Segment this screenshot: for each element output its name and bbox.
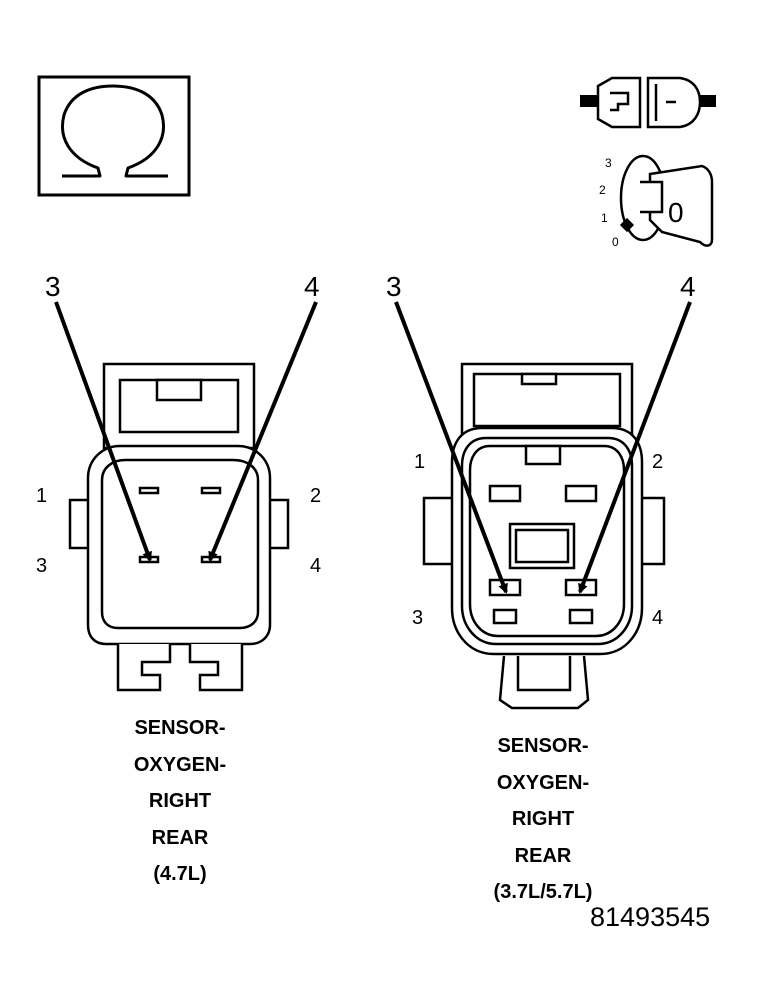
right-cavity-4: 4 <box>652 607 663 629</box>
caption-line: OXYGEN- <box>496 771 590 794</box>
caption-line: REAR <box>514 844 572 867</box>
ignition-key-icon: 0 3 2 1 0 <box>599 154 714 249</box>
ohmmeter-icon <box>37 75 191 197</box>
left-probe-label-4: 4 <box>304 271 320 302</box>
ignition-position-0: 0 <box>612 235 619 249</box>
right-connector-caption: SENSOR- OXYGEN- RIGHT REAR (3.7L/5.7L) <box>443 728 643 911</box>
disconnected-connector-icon <box>580 76 716 129</box>
right-probe-label-3: 3 <box>386 271 402 302</box>
left-cavity-3: 3 <box>36 555 47 577</box>
caption-line: OXYGEN- <box>133 753 227 776</box>
caption-line: (4.7L) <box>153 863 207 885</box>
ignition-position-1: 1 <box>601 211 608 225</box>
ignition-key-label: 0 <box>668 197 684 228</box>
ignition-position-2: 2 <box>599 183 606 197</box>
connector-4-7l <box>68 362 290 692</box>
right-cavity-1: 1 <box>414 451 425 473</box>
left-probe-arrow-3 <box>54 301 152 562</box>
left-cavity-2: 2 <box>310 485 321 507</box>
left-probe-label-3: 3 <box>45 271 61 302</box>
right-probe-arrow-3 <box>394 301 508 594</box>
right-probe-arrow-4 <box>578 301 692 594</box>
right-probe-label-4: 4 <box>680 271 696 302</box>
caption-line: RIGHT <box>511 808 575 830</box>
right-cavity-3: 3 <box>412 607 423 629</box>
right-cavity-2: 2 <box>652 451 663 473</box>
caption-line: SENSOR- <box>134 717 226 739</box>
caption-line: REAR <box>151 826 209 849</box>
figure-id: 81493545 <box>590 902 711 932</box>
left-cavity-1: 1 <box>36 485 47 507</box>
left-probe-arrow-4 <box>208 301 318 562</box>
caption-line: (3.7L/5.7L) <box>493 881 593 903</box>
left-connector-caption: SENSOR- OXYGEN- RIGHT REAR (4.7L) <box>80 710 280 893</box>
caption-line: RIGHT <box>148 790 212 812</box>
left-cavity-4: 4 <box>310 555 321 577</box>
caption-line: SENSOR- <box>497 735 589 757</box>
ignition-position-3: 3 <box>605 156 612 170</box>
connector-3-7l-5-7l <box>422 362 666 710</box>
